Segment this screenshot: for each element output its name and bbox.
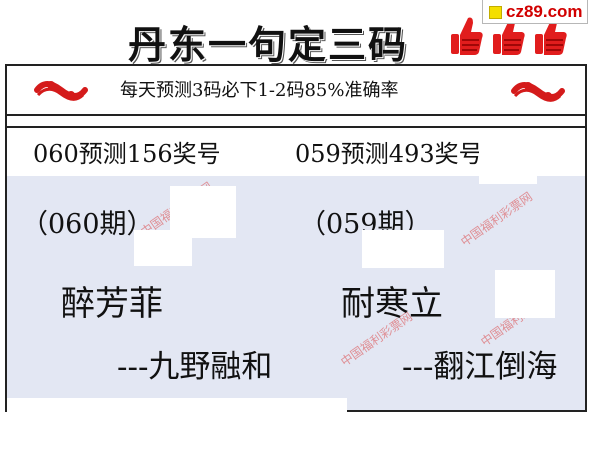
thumbs-up-icon <box>451 17 483 55</box>
watermark: 中国福利彩票网 <box>458 189 535 250</box>
left-poem: 醉芳菲 <box>61 284 163 324</box>
site-square-icon <box>489 6 502 19</box>
mask-box <box>495 270 555 318</box>
right-author: ---翻江倒海 <box>402 349 558 385</box>
page-title: 丹东一句定三码 <box>128 23 409 67</box>
thumbs-group <box>448 14 568 56</box>
lottery-logo-icon <box>511 82 565 102</box>
prediction-left: 060预测156奖号 <box>33 140 221 168</box>
site-badge-text[interactable]: cz89.com <box>506 2 583 21</box>
slogan-text: 每天预测3码必下1-2码85%准确率 <box>120 80 399 101</box>
bottom-margin <box>0 412 592 465</box>
lottery-logo-icon <box>34 81 88 101</box>
thumbs-up-icon <box>535 17 567 55</box>
prediction-right: 059预测493奖号 <box>295 140 483 168</box>
mask-box <box>7 398 347 412</box>
left-period: （060期） <box>21 209 154 240</box>
right-poem: 耐寒立 <box>341 284 443 324</box>
poster-frame: 每天预测3码必下1-2码85%准确率 060预测156奖号 059预测493奖号… <box>5 64 587 412</box>
mask-box <box>134 230 192 266</box>
mask-box <box>170 186 236 238</box>
mask-box <box>362 230 444 268</box>
mask-box <box>479 144 537 184</box>
content-area: 中国福利彩票网 中国福利彩票网 中国福利彩票网 中国福利彩票网 （060期） （… <box>7 144 585 412</box>
left-author: ---九野融和 <box>117 349 273 385</box>
site-badge[interactable]: cz89.com <box>482 0 588 24</box>
header: 丹东一句定三码 cz89.com <box>0 0 592 67</box>
slogan-banner: 每天预测3码必下1-2码85%准确率 <box>7 66 585 116</box>
thumbs-up-icon <box>493 17 525 55</box>
